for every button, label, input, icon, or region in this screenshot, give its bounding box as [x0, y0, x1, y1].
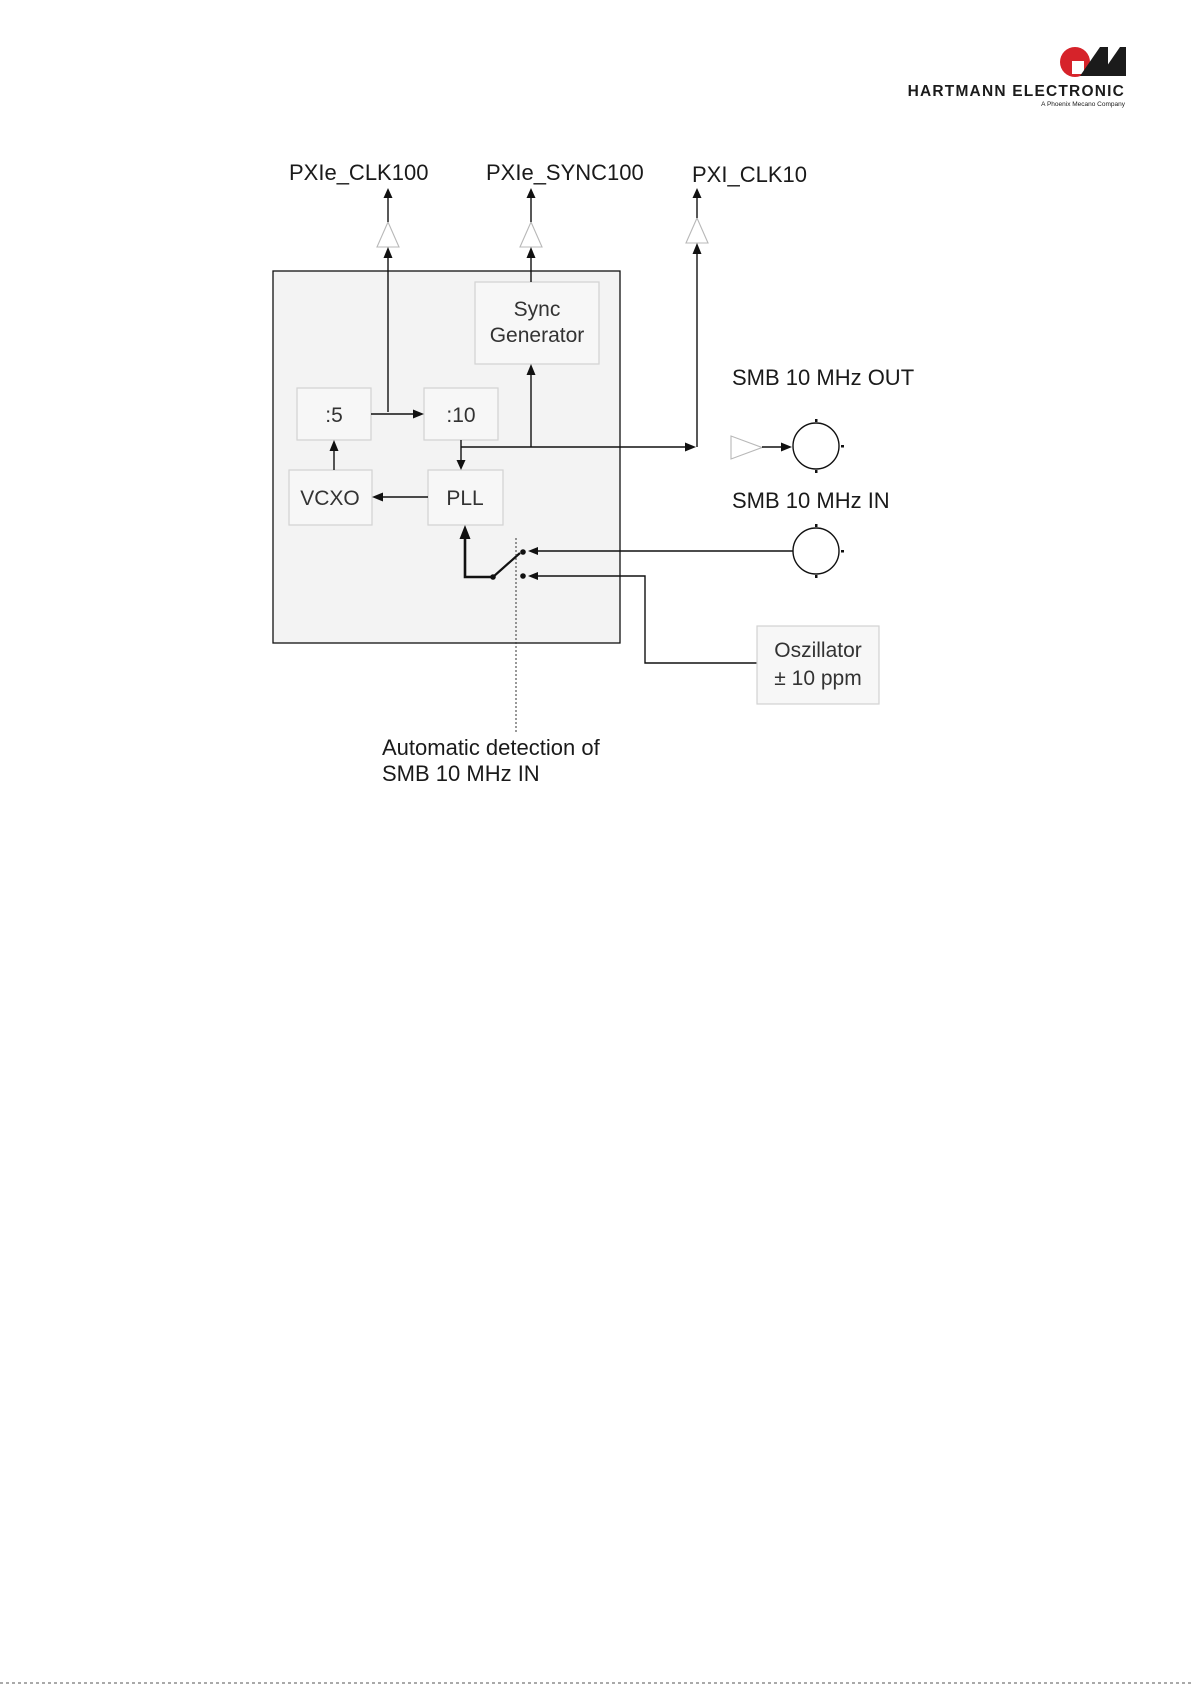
sync-generator-label-line1: Sync — [514, 298, 561, 321]
divider-10-label: :10 — [446, 404, 475, 427]
smb-out-connector-icon — [793, 419, 844, 473]
logo-tagline: A Phoenix Mecano Company — [1041, 101, 1126, 108]
signal-label-pxie-sync100: PXIe_SYNC100 — [486, 160, 644, 185]
smb-out-label: SMB 10 MHz OUT — [732, 365, 914, 390]
output-arrows — [384, 188, 702, 222]
oscillator-label-line2: ± 10 ppm — [774, 667, 861, 690]
smb-in-connector-icon — [793, 524, 844, 578]
company-logo: HARTMANN ELECTRONIC A Phoenix Mecano Com… — [908, 47, 1126, 108]
detection-note-line1: Automatic detection of — [382, 735, 601, 760]
output-buffer-clk10 — [686, 218, 708, 243]
signal-label-pxi-clk10: PXI_CLK10 — [692, 162, 807, 187]
pll-label: PLL — [446, 487, 483, 510]
sync-generator-label-line2: Generator — [490, 324, 585, 347]
logo-company-name: HARTMANN ELECTRONIC — [908, 83, 1125, 100]
output-buffer-clk100 — [377, 222, 399, 247]
smb-out-driver — [731, 436, 762, 459]
output-buffer-sync100 — [520, 222, 542, 247]
oscillator-label-line1: Oszillator — [774, 639, 862, 662]
divider-5-label: :5 — [325, 404, 343, 427]
vcxo-label: VCXO — [300, 487, 360, 510]
signal-label-pxie-clk100: PXIe_CLK100 — [289, 160, 428, 185]
sync-generator-block — [475, 282, 599, 364]
detection-note-line2: SMB 10 MHz IN — [382, 761, 540, 786]
oscillator-block — [757, 626, 879, 704]
logo-mark-icon — [1060, 47, 1126, 77]
smb-in-label: SMB 10 MHz IN — [732, 488, 890, 513]
